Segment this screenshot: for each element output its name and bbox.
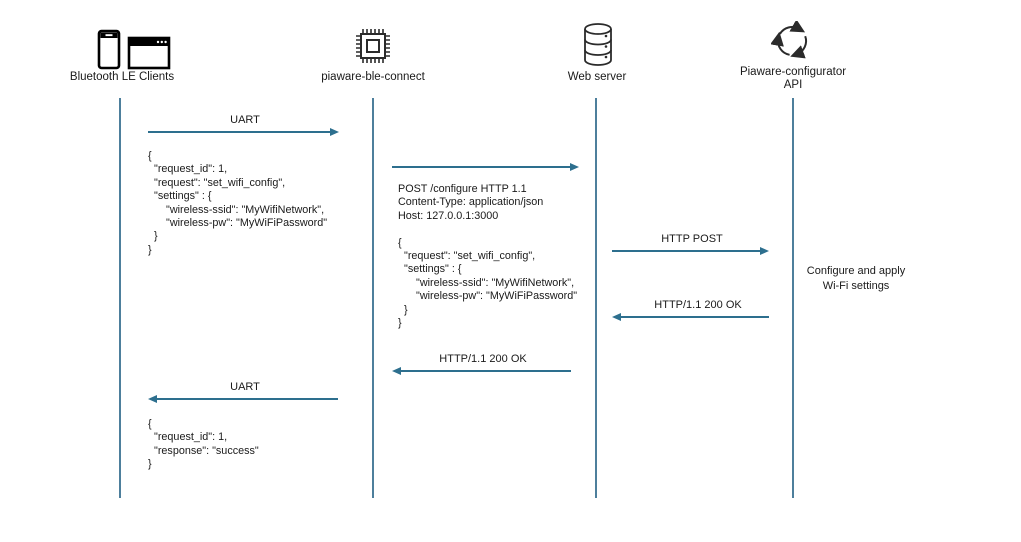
phone-and-browser-icon xyxy=(97,29,171,70)
arrowhead-left-icon xyxy=(612,312,621,321)
message-label-uart-response: UART xyxy=(230,381,260,393)
message-label-http-200-ok-api: HTTP/1.1 200 OK xyxy=(654,299,742,311)
lifeline-piaware-configurator-api xyxy=(792,98,794,498)
message-arrow-uart-response xyxy=(156,398,338,400)
message-arrow-http-200-ok-webserver xyxy=(400,370,571,372)
lifeline-web-server xyxy=(595,98,597,498)
actor-label-piaware-ble-connect: piaware-ble-connect xyxy=(321,71,425,83)
message-arrow-http-200-ok-api xyxy=(620,316,769,318)
actor-label-bluetooth-le-clients: Bluetooth LE Clients xyxy=(69,71,175,83)
lifeline-piaware-ble-connect xyxy=(372,98,374,498)
message-label-http-post: HTTP POST xyxy=(661,233,723,245)
message-payload-http-configure: POST /configure HTTP 1.1 Content-Type: a… xyxy=(398,183,578,330)
arrowhead-right-icon xyxy=(330,127,339,136)
message-label-http-200-ok-webserver: HTTP/1.1 200 OK xyxy=(439,353,527,365)
message-label-uart-request: UART xyxy=(230,114,260,126)
message-arrow-http-post xyxy=(612,250,761,252)
actor-label-piaware-configurator-api: Piaware-configurator API xyxy=(739,66,847,91)
arrowhead-right-icon xyxy=(570,162,579,171)
arrowhead-right-icon xyxy=(760,246,769,255)
message-arrow-uart-request xyxy=(148,131,331,133)
lifeline-bluetooth-le-clients xyxy=(119,98,121,498)
message-payload-uart-response: { "request_id": 1, "response": "success"… xyxy=(148,418,259,471)
message-arrow-http-configure xyxy=(392,166,571,168)
cycle-arrows-icon xyxy=(771,21,808,59)
message-payload-uart-request: { "request_id": 1, "request": "set_wifi_… xyxy=(148,150,328,256)
actor-label-web-server: Web server xyxy=(567,71,627,83)
database-icon xyxy=(584,23,612,66)
note-configure-apply-wifi: Configure and apply Wi-Fi settings xyxy=(806,265,906,292)
arrowhead-left-icon xyxy=(392,366,401,375)
arrowhead-left-icon xyxy=(148,394,157,403)
microchip-icon xyxy=(356,29,390,63)
